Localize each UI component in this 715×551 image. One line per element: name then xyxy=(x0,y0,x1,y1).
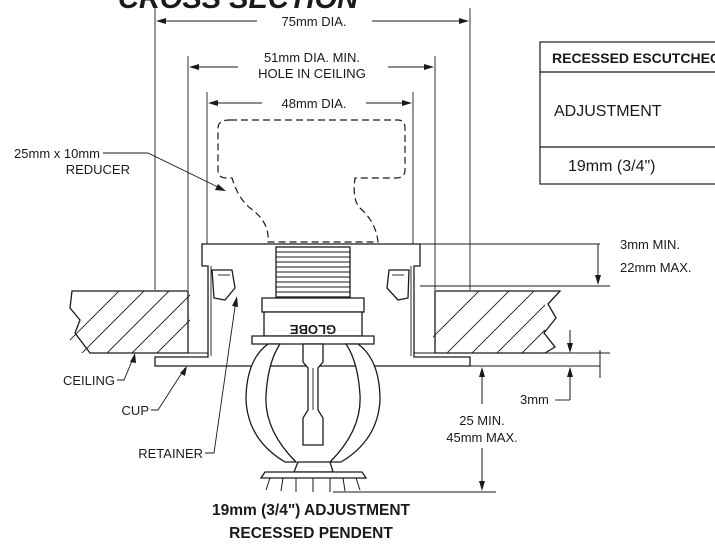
ceiling-callout: CEILING xyxy=(63,353,136,388)
table-row-size: 19mm (3/4") xyxy=(568,158,655,175)
caption-line-1: 19mm (3/4") ADJUSTMENT xyxy=(212,502,411,519)
depth-max-label: 45mm MAX. xyxy=(446,430,518,445)
caption-line-2: RECESSED PENDENT xyxy=(229,525,393,542)
outer-diameter-label: 75mm DIA. xyxy=(281,14,346,29)
ceiling-label: CEILING xyxy=(63,373,115,388)
drawing-title: CROSS SECTION xyxy=(118,0,359,15)
table-row-adjustment: ADJUSTMENT xyxy=(554,103,662,120)
adjustment-table: RECESSED ESCUTCHEON ADJUSTMENT 19mm (3/4… xyxy=(539,41,715,185)
hole-ceiling-label: HOLE IN CEILING xyxy=(258,66,366,81)
brand-label: GLOBE xyxy=(290,322,337,337)
reducer-callout: 25mm x 10mm REDUCER xyxy=(14,146,226,191)
reducer-label: REDUCER xyxy=(66,162,130,177)
reducer-size-label: 25mm x 10mm xyxy=(14,146,100,161)
ceiling-slab-left xyxy=(69,290,190,354)
drawing-caption: 19mm (3/4") ADJUSTMENT RECESSED PENDENT xyxy=(212,502,411,542)
ceiling-slab-right xyxy=(433,290,562,354)
gap-min-label: 3mm MIN. xyxy=(620,237,680,252)
inner-diameter-dimension: 48mm DIA. xyxy=(206,92,414,244)
cup-label: CUP xyxy=(122,403,149,418)
hole-diameter-label: 51mm DIA. MIN. xyxy=(264,50,360,65)
hole-diameter-dimension: 51mm DIA. MIN. HOLE IN CEILING xyxy=(187,50,436,290)
retainer-callout: RETAINER xyxy=(138,296,238,461)
lip-dimension: 3mm xyxy=(470,330,601,407)
cup-callout: CUP xyxy=(122,366,187,418)
outer-diameter-dimension: 75mm DIA. xyxy=(154,8,471,290)
lip-label: 3mm xyxy=(520,392,549,407)
sprinkler-body: GLOBE xyxy=(245,246,381,492)
inner-diameter-label: 48mm DIA. xyxy=(281,96,346,111)
adjustment-gap-dimension: 3mm MIN. 22mm MAX. xyxy=(420,237,692,287)
retainer-label: RETAINER xyxy=(138,446,203,461)
projection-dimension: 25 MIN. 45mm MAX. xyxy=(333,367,518,493)
gap-max-label: 22mm MAX. xyxy=(620,260,692,275)
depth-min-label: 25 MIN. xyxy=(459,413,505,428)
table-header: RECESSED ESCUTCHEON xyxy=(552,50,715,66)
